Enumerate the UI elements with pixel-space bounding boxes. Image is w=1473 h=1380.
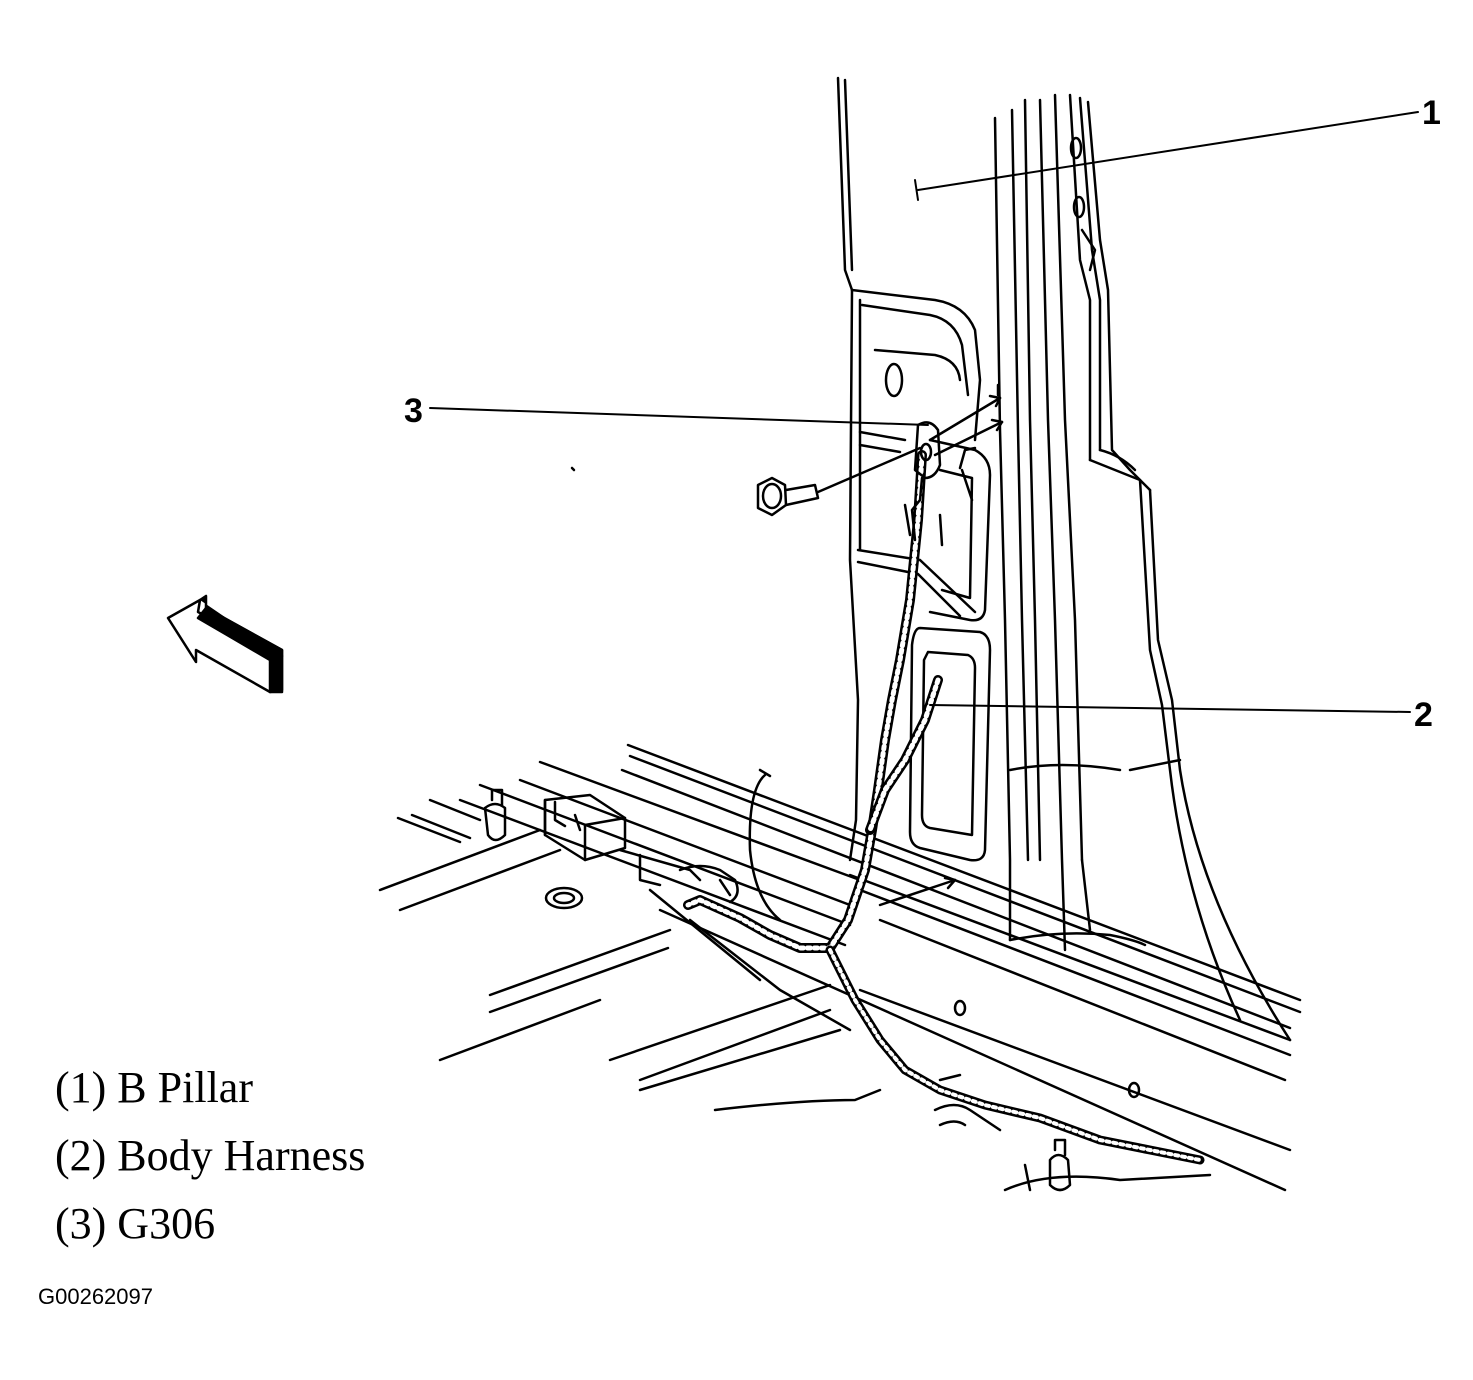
leader-1: [917, 111, 1419, 191]
leader-1-tick: [914, 179, 919, 201]
speck: [570, 466, 576, 472]
callout-leaders: [429, 111, 1419, 713]
legend-item-g306: (3) G306: [55, 1199, 216, 1248]
callout-number-1: 1: [1422, 94, 1441, 132]
leader-2: [929, 704, 1411, 713]
bolt-icon: [756, 446, 922, 517]
b-pillar: [836, 76, 1292, 1042]
body-harness: [648, 450, 1205, 1165]
figure-id: G00262097: [38, 1284, 153, 1309]
leader-3: [429, 407, 929, 426]
front-arrow-icon: [166, 594, 284, 694]
legend-item-body-harness: (2) Body Harness: [55, 1131, 366, 1180]
legend-item-b-pillar: (1) B Pillar: [55, 1063, 253, 1112]
callout-number-3: 3: [404, 392, 423, 430]
g306-ground-terminal: [903, 383, 1004, 547]
callout-number-2: 2: [1414, 696, 1433, 734]
